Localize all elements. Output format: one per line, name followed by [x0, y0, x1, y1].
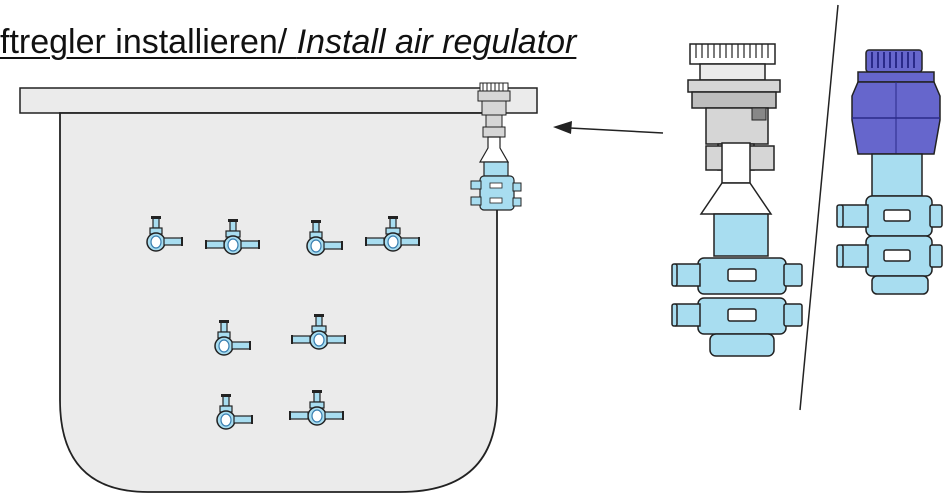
- regulator-large: [671, 43, 803, 357]
- tank-lid: [19, 87, 538, 114]
- title-german: ftregler installieren/: [0, 23, 297, 61]
- arrow-icon: [553, 121, 664, 134]
- regulator-small: [470, 82, 522, 211]
- page-title: ftregler installieren/ Install air regul…: [0, 22, 660, 72]
- title-english: Install air regulator: [296, 23, 577, 61]
- divider-line: [799, 4, 839, 411]
- tank-body: [59, 112, 498, 493]
- regulator-purple: [836, 49, 943, 295]
